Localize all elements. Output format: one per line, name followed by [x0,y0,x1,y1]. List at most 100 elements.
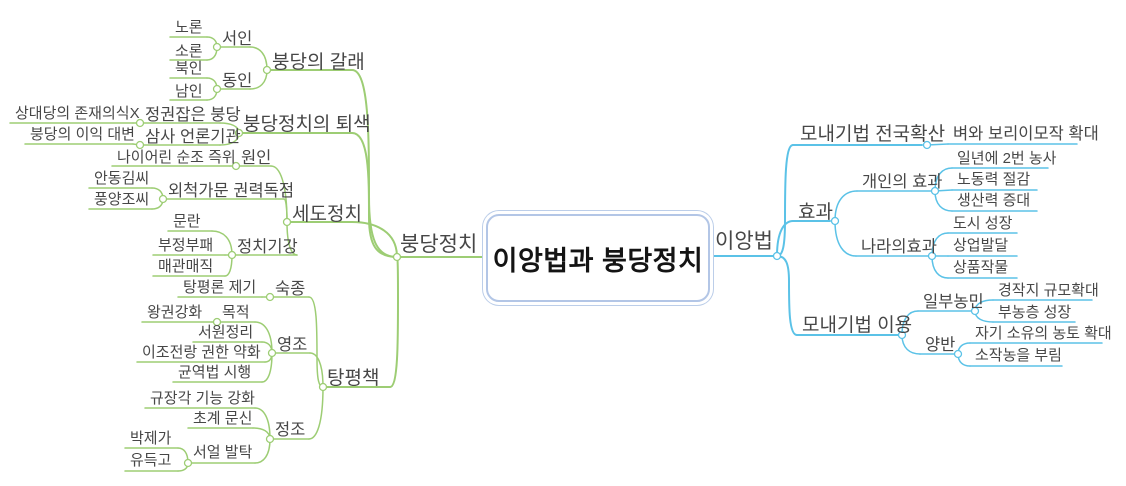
node-bunong[interactable]: 부농층 성장 [998,304,1072,321]
node-sangeop[interactable]: 상업발달 [953,237,1009,254]
junction-tang [318,382,328,392]
node-bukin[interactable]: 북인 [175,60,203,77]
node-wanggwon[interactable]: 왕권강화 [147,304,203,321]
node-jeongjo[interactable]: 정조 [275,421,306,439]
node-iyong[interactable]: 모내기법 이용 [802,315,913,336]
node-seowon[interactable]: 서원정리 [198,324,254,341]
junction-galle [262,65,272,75]
node-galle[interactable]: 붕당의 갈래 [272,52,365,73]
node-noron[interactable]: 노론 [175,19,203,36]
node-sojak[interactable]: 소작농을 부림 [975,347,1062,364]
node-yudeuk[interactable]: 유득고 [130,452,172,469]
node-andong[interactable]: 안동김씨 [94,170,150,187]
edge-sedo [351,221,398,258]
edge-gyunyeok [261,352,273,383]
edge-gyujang [254,407,271,440]
edge-seoin [249,46,268,71]
node-hwaksan[interactable]: 모내기법 전국확산 [800,124,946,145]
node-jagi[interactable]: 자기 소유의 농토 확대 [975,325,1112,342]
edge-hyogwa [776,220,794,257]
node-ijo[interactable]: 이조전랑 권한 약화 [142,344,261,361]
edge-munran [211,230,233,256]
edge-seol [254,438,271,464]
node-namin[interactable]: 남인 [175,83,203,100]
edge-gaein [834,190,858,222]
edge-toesaek [351,132,398,258]
junction-hwaksan [922,140,932,150]
node-yangban[interactable]: 양반 [925,336,956,354]
junction-wonin [231,161,241,171]
junction-samsa [135,140,145,150]
node-seol[interactable]: 서얼 발탁 [193,444,253,461]
junction-oecheok [158,194,168,204]
node-toesaek[interactable]: 붕당정치의 퇴색 [243,114,371,135]
node-naieorin[interactable]: 나이어린 순조 즉위 [117,149,236,166]
node-bujeong[interactable]: 부정부패 [158,237,214,254]
central-topic-title: 이앙법과 붕당정치 [492,245,704,276]
junction-iyong [897,330,907,340]
node-saengsan[interactable]: 생산력 증대 [957,192,1031,209]
node-jeonggwon[interactable]: 정권잡은 붕당 [145,106,241,124]
node-nara[interactable]: 나라의효과 [861,238,937,256]
node-bungdang_root[interactable]: 붕당정치 [400,233,478,256]
node-sukjong[interactable]: 숙종 [275,280,306,298]
junction-iang_root [772,251,782,261]
edge-jeongjo [308,386,324,440]
node-oecheok[interactable]: 외척가문 권력독점 [168,182,295,200]
node-gyunyeok[interactable]: 균역법 시행 [178,364,252,381]
node-iik[interactable]: 붕당의 이익 대변 [30,126,135,143]
junction-bungdang_root [392,252,402,262]
node-mokjeok[interactable]: 목적 [222,304,250,321]
node-sedo[interactable]: 세도정치 [292,204,362,225]
node-yeongjo[interactable]: 영조 [277,336,308,354]
junction-hyogwa [830,216,840,226]
junction-dongin [212,84,222,94]
edge-nara [834,220,857,257]
node-ilbu[interactable]: 일부농민 [923,293,984,311]
node-sangdae[interactable]: 상대당의 존재의식X [15,105,140,122]
node-iang_root[interactable]: 이앙법 [715,230,773,253]
junction-jeonggwon [135,118,145,128]
node-gyeongjak[interactable]: 경작지 규모확대 [998,282,1099,299]
node-park[interactable]: 박제가 [130,430,172,447]
node-ilnyeon[interactable]: 일년에 2번 농사 [957,150,1057,167]
node-tang[interactable]: 탕평책 [327,368,380,389]
node-munran[interactable]: 문란 [173,213,201,230]
node-underlines [9,36,1103,472]
node-dongin[interactable]: 동인 [222,72,253,90]
edge-sukjong [308,296,324,388]
node-nodong[interactable]: 노동력 절감 [957,171,1031,188]
node-sangpum[interactable]: 상품작물 [953,259,1009,276]
central-topic-node[interactable]: 이앙법과 붕당정치 [486,214,710,302]
edge-galle [351,69,398,258]
node-soron[interactable]: 소론 [175,43,203,60]
node-wonin[interactable]: 원인 [241,149,272,167]
edge-tang [389,256,400,388]
node-dosi[interactable]: 도시 성장 [953,215,1013,232]
edge-iyong [776,255,798,336]
node-hyogwa[interactable]: 효과 [798,202,833,223]
node-seoin[interactable]: 서인 [222,30,253,48]
node-byeowa[interactable]: 벼와 보리이모작 확대 [953,125,1099,143]
node-samsa[interactable]: 삼사 언론기관 [145,128,241,146]
node-tangron[interactable]: 탕평론 제기 [183,279,257,296]
junction-gigang [227,250,237,260]
junction-toesaek [234,128,244,138]
junction-yangban [953,349,963,359]
node-chogye[interactable]: 초계 문신 [193,410,253,427]
junction-jeongjo [265,434,275,444]
node-pungyang[interactable]: 풍양조씨 [94,191,150,208]
edge-yeongjo [309,352,324,388]
junction-seol [183,458,193,468]
node-gigang[interactable]: 정치기강 [237,238,298,256]
node-maegwan[interactable]: 매관매직 [158,258,214,275]
junction-sedo [282,217,292,227]
junction-gaein [930,186,940,196]
junction-nara [927,251,937,261]
junction-yeongjo [267,348,277,358]
branch-junctions [135,42,980,468]
node-gyujang[interactable]: 규장각 기능 강화 [150,390,255,407]
node-gaein[interactable]: 개인의 효과 [862,173,943,191]
junction-mokjeok [212,317,222,327]
